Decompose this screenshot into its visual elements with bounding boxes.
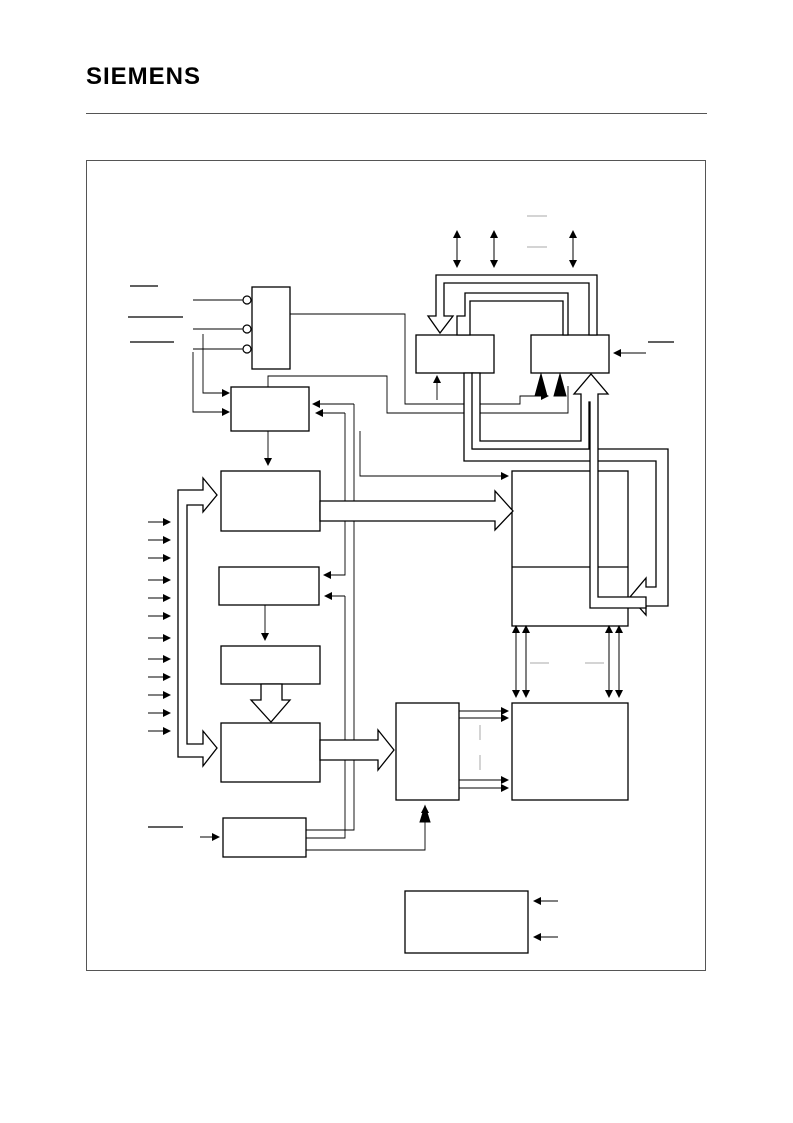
output-buffer-block [511, 702, 629, 801]
address-bus-to-array [319, 489, 514, 532]
inversion-bubble-3 [242, 344, 252, 354]
siemens-logo: SIEMENS [86, 63, 202, 90]
timer-block [222, 817, 307, 858]
io-bus-loop-right [456, 292, 569, 336]
io-register-right-block [530, 334, 610, 374]
mux-block [395, 702, 460, 801]
address-latch-block [220, 470, 321, 532]
diagram-frame [86, 160, 706, 971]
inversion-bubble-2 [242, 324, 252, 334]
feedback-bus-right [471, 372, 647, 609]
address-bus-input [177, 476, 218, 768]
power-block [404, 890, 529, 954]
control-logic-block [251, 286, 291, 370]
register-block-b [220, 645, 321, 685]
inversion-bubble-1 [242, 295, 252, 305]
register-block-a [218, 566, 320, 606]
register-transfer-arrow [249, 683, 292, 723]
header-rule [86, 113, 707, 114]
memory-array-block [511, 470, 629, 627]
io-bus-loop-left [426, 274, 598, 336]
data-latch-block [220, 722, 321, 783]
io-register-left-block [415, 334, 495, 374]
command-decoder-block [230, 386, 310, 432]
data-bus-to-mux [319, 728, 395, 772]
